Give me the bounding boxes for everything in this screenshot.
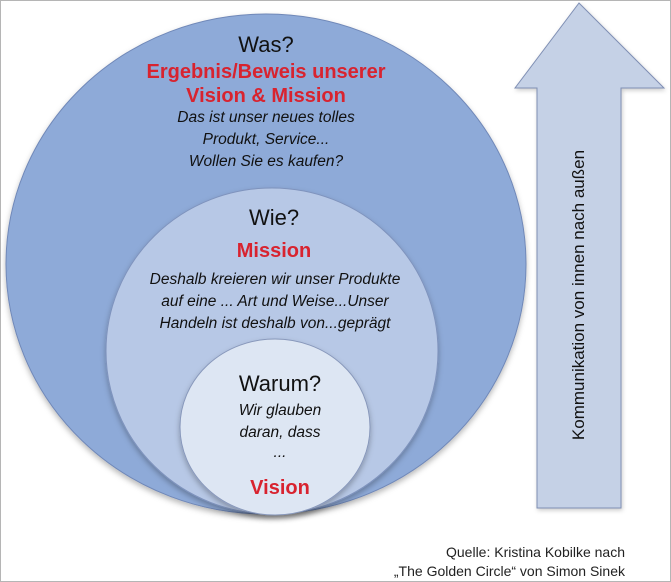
- outer-heading-line1: Ergebnis/Beweis unserer: [146, 61, 386, 83]
- inner-question: Warum?: [238, 371, 322, 396]
- middle-body-line2: auf eine ... Art und Weise...Unser: [161, 293, 389, 310]
- source-line1: Quelle: Kristina Kobilke nach: [446, 544, 625, 560]
- middle-body-line1: Deshalb kreieren wir unser Produkte: [149, 271, 401, 288]
- middle-question: Wie?: [248, 205, 300, 230]
- inner-heading: Vision: [250, 477, 310, 499]
- arrow-up-icon: [513, 2, 666, 509]
- middle-body-line3: Handeln ist deshalb von...geprägt: [159, 315, 391, 332]
- inner-body-line1: Wir glauben: [238, 402, 322, 419]
- inner-circle-why: [179, 338, 371, 516]
- outer-body-line2: Produkt, Service...: [202, 131, 330, 148]
- inner-body-line2: daran, dass: [239, 424, 321, 441]
- middle-heading: Mission: [236, 240, 312, 262]
- arrow-label: Kommunikation von innen nach außen: [569, 149, 588, 441]
- outer-question: Was?: [238, 32, 294, 57]
- source-line2: „The Golden Circle“ von Simon Sinek: [393, 563, 625, 579]
- outer-body-line3: Wollen Sie es kaufen?: [188, 153, 344, 170]
- outer-body-line1: Das ist unser neues tolles: [177, 109, 355, 126]
- inner-body-line3: ...: [273, 444, 287, 461]
- outer-heading-line2: Vision & Mission: [186, 85, 346, 107]
